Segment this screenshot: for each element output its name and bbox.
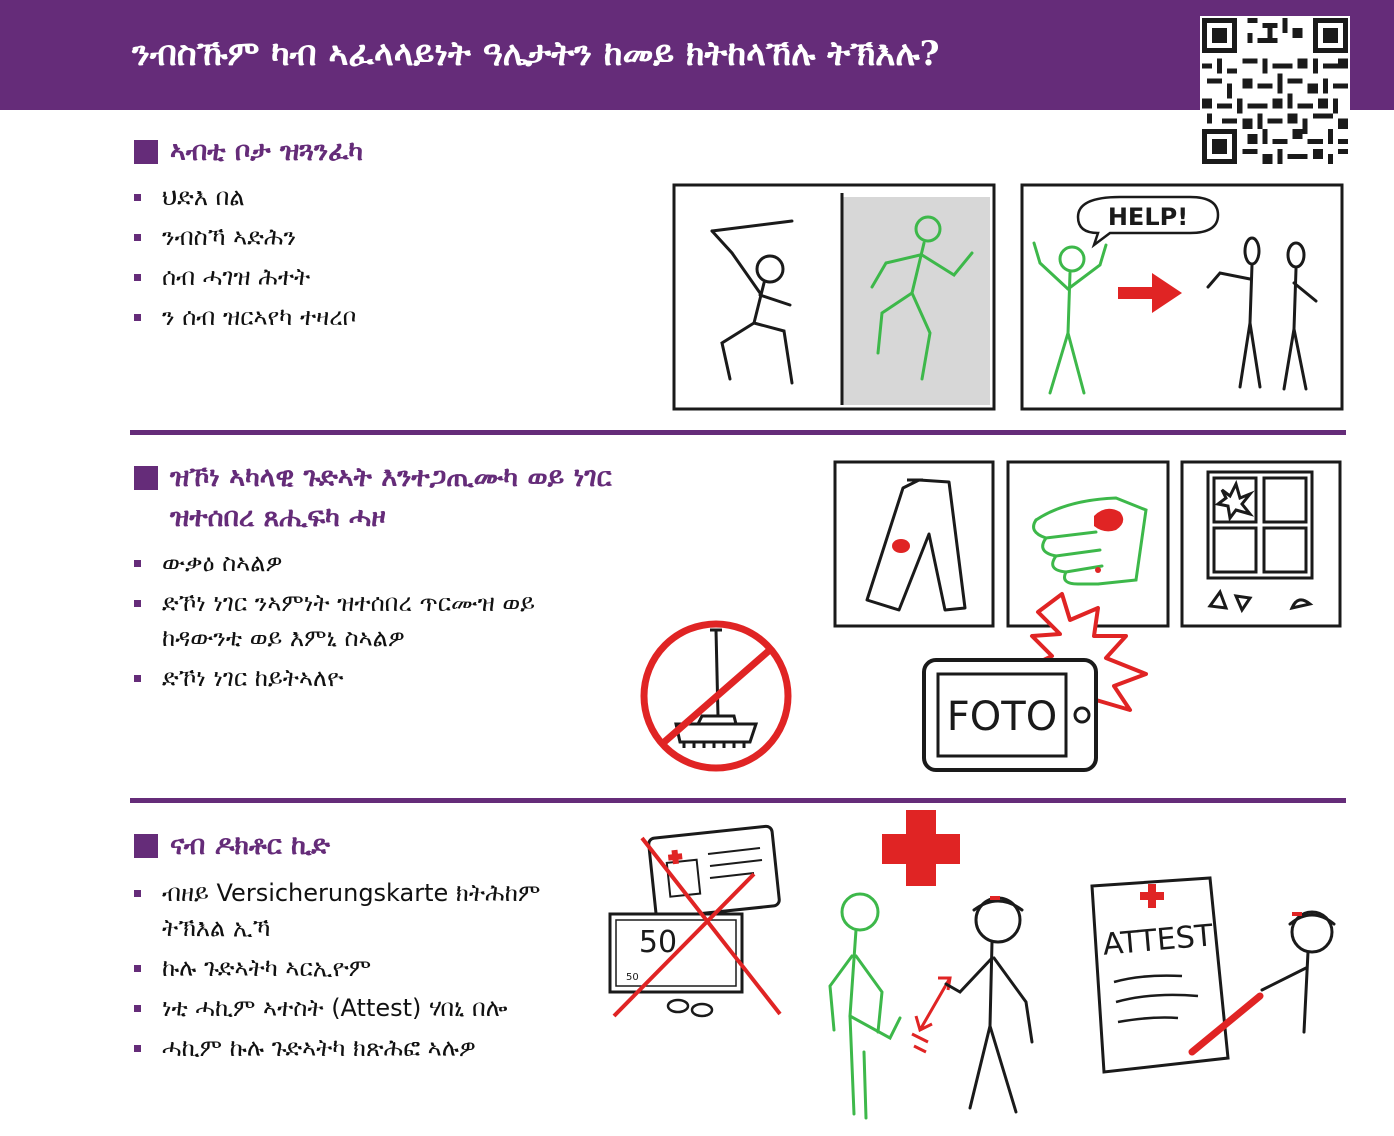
section-marker	[134, 466, 158, 490]
section-divider	[130, 798, 1346, 803]
photo-camera-illustration: FOTO	[922, 592, 1148, 772]
section-marker	[134, 140, 158, 164]
medical-certificate-illustration: ATTEST	[1090, 876, 1336, 1074]
photo-label: FOTO	[947, 694, 1057, 740]
banknote-value: 50	[639, 925, 677, 960]
damaged-clothes-illustration	[833, 460, 995, 628]
no-payment-needed-illustration: 50 50	[608, 824, 782, 1018]
section-title-record-injury: ዝኾነ ኣካላዊ ጉድኣት እንተጋጢሙካ ወይ ነገር ዝተሰበረ ጸሒፍካ …	[170, 458, 612, 538]
section2-list: ውቃዕ ስኣልዎ ድኾነ ነገር ንኣምነት ዝተሰበረ ጥርሙዝ ወይ ከዳው…	[132, 546, 552, 701]
list-item: ነቲ ሓኪም ኣተስት (Attest) ሃበኒ በሎ	[132, 991, 562, 1026]
ask-for-help-illustration: HELP!	[1020, 183, 1344, 411]
list-item: ውቃዕ ስኣልዎ	[132, 546, 552, 581]
do-not-clean-icon	[640, 620, 792, 772]
help-speech-text: HELP!	[1108, 203, 1188, 231]
section-title-line: ዝኾነ ኣካላዊ ጉድኣት እንተጋጢሙካ ወይ ነገር	[170, 462, 612, 493]
list-item: ድኾነ ነገር ከይትኣለዮ	[132, 661, 552, 696]
list-item: ን ሰብ ዝርኣየካ ተዛረቦ	[132, 300, 356, 335]
header-banner: ንብስኹም ካብ ኣፈላላይነት ዓሌታትን ከመይ ክትከላኸሉ ትኽእሉ?	[0, 0, 1394, 110]
list-item: ሰብ ሓገዝ ሕተት	[132, 260, 356, 295]
broken-window-illustration	[1180, 460, 1342, 628]
run-away-illustration	[672, 183, 996, 411]
section-title-line: ዝተሰበረ ጸሒፍካ ሓዞ	[170, 502, 386, 533]
section-divider	[130, 430, 1346, 435]
qr-code[interactable]	[1200, 16, 1350, 166]
doctor-examination-illustration	[828, 810, 1034, 1120]
page-title: ንብስኹም ካብ ኣፈላላይነት ዓሌታትን ከመይ ክትከላኸሉ ትኽእሉ?	[132, 34, 940, 74]
list-item: ህድእ በል	[132, 180, 356, 215]
injured-hand-illustration	[1006, 460, 1170, 628]
section-title-on-site: ኣብቲ ቦታ ዝጓንፈካ	[170, 136, 364, 167]
section1-list: ህድእ በል ንብስኻ ኣድሕን ሰብ ሓገዝ ሕተት ን ሰብ ዝርኣየካ ተ…	[132, 180, 356, 340]
list-item: ንብስኻ ኣድሕን	[132, 220, 356, 255]
banknote-small-value: 50	[626, 972, 639, 983]
section3-list: ብዘይ Versicherungskarte ክትሕከም ትኽእል ኢኻ ኩሉ …	[132, 876, 562, 1071]
list-item: ሓኪም ኩሉ ጉድኣትካ ክጽሕፎ ኣሉዎ	[132, 1031, 562, 1066]
section-marker	[134, 834, 158, 858]
list-item: ኩሉ ጉድኣትካ ኣርኢዮም	[132, 951, 562, 986]
section-title-go-to-doctor: ናብ ዶክቶር ኪድ	[170, 830, 330, 861]
list-item: ብዘይ Versicherungskarte ክትሕከም ትኽእል ኢኻ	[132, 876, 562, 946]
list-item: ድኾነ ነገር ንኣምነት ዝተሰበረ ጥርሙዝ ወይ ከዳውንቲ ወይ እምኒ…	[132, 586, 552, 656]
